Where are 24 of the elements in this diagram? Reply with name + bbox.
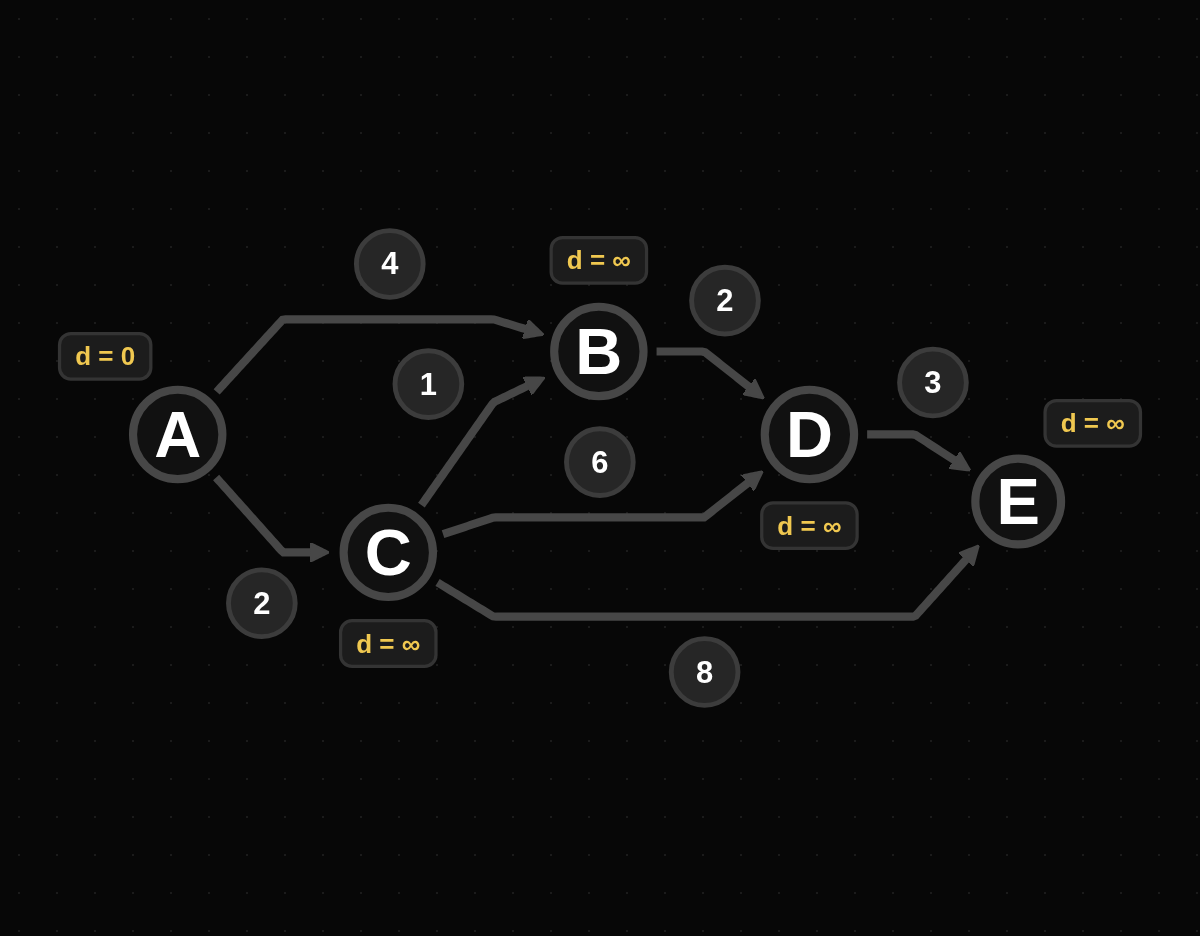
- distance-label: d = ∞: [760, 501, 859, 551]
- node-circle: A: [128, 385, 227, 484]
- arrow: [441, 470, 764, 539]
- weight-label: 8: [668, 636, 741, 708]
- weight-label: 2: [689, 264, 761, 337]
- node-circle: D: [760, 385, 859, 484]
- node-circle: E: [971, 454, 1066, 549]
- node-circle: B: [550, 302, 648, 401]
- arrow: [866, 430, 972, 472]
- arrow: [418, 376, 546, 508]
- weight-label: 3: [897, 346, 969, 419]
- weight-label: 2: [226, 567, 298, 640]
- weight-label: 1: [392, 348, 465, 420]
- weight-label: 6: [564, 426, 636, 498]
- distance-label: d = ∞: [549, 235, 649, 285]
- distance-label: d = ∞: [338, 619, 438, 668]
- node-circle: C: [339, 503, 438, 602]
- distance-label: d = ∞: [1043, 399, 1143, 448]
- weight-label: 4: [354, 228, 426, 300]
- arrow: [213, 315, 545, 395]
- distance-label: d = 0: [57, 331, 153, 381]
- arrow: [213, 474, 331, 564]
- arrow: [435, 544, 980, 621]
- arrow: [655, 347, 765, 400]
